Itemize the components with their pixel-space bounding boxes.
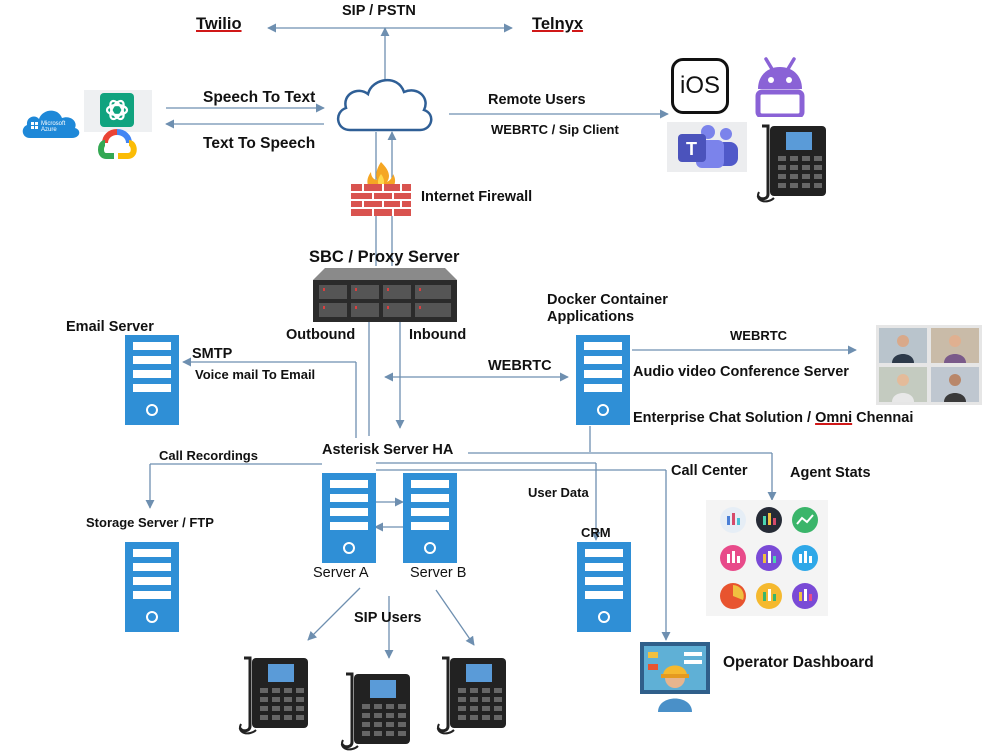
storage-server-label: Storage Server / FTP [86,515,214,530]
agent-stats-label: Agent Stats [790,465,871,481]
telnyx-label: Telnyx [532,15,584,33]
call-center-label: Call Center [671,463,748,479]
docker-label-line-2: Applications [547,309,635,325]
user-data-label: User Data [528,485,589,500]
enterprise-chat-label: Enterprise Chat Solution / Omni Chennai [633,410,914,427]
inbound-label: Inbound [409,327,467,343]
docker-label-line-1: Docker Container [547,292,668,308]
voice-mail-to-email-label: Voice mail To Email [195,367,316,382]
docker-server-icon [576,335,630,425]
webrtc-conference-label: WEBRTC [730,328,788,343]
ios-logo-icon: iOS [671,58,729,114]
sbc-proxy-label: SBC / Proxy Server [309,248,460,266]
ios-logo-text: iOS [679,72,720,99]
smtp-label: SMTP [192,346,233,362]
storage-server-icon [125,542,179,632]
server-b-icon [403,473,457,563]
server-a-label: Server A [313,565,369,581]
enterprise-chat-suffix: Chennai [852,410,914,426]
agent-stats-icon-grid [706,500,828,616]
sip-phone-2-icon [340,672,410,751]
internet-firewall-label: Internet Firewall [421,189,533,205]
chatgpt-logo-icon [100,93,134,127]
outbound-label: Outbound [286,327,356,343]
operator-dashboard-icon [640,642,710,712]
microsoft-teams-logo-icon: T [678,125,738,168]
crm-label: CRM [581,525,611,540]
sip-phone-1-icon [238,656,308,735]
text-to-speech-label: Text To Speech [203,135,316,152]
enterprise-chat-omni: Omni [815,410,853,426]
asterisk-server-ha-label: Asterisk Server HA [322,442,454,458]
sbc-rack-server-icon [313,268,457,322]
remote-ip-phone-icon [756,124,826,203]
remote-users-label: Remote Users [488,92,586,108]
azure-logo-text-2: Azure [41,127,57,133]
operator-dashboard-label: Operator Dashboard [723,654,874,671]
azure-logo-text-1: Microsoft [41,121,66,127]
android-logo-icon [755,57,805,117]
firewall-icon [351,162,411,216]
server-b-label: Server B [410,565,467,581]
sip-users-label: SIP Users [354,610,422,626]
microsoft-azure-logo-icon: Microsoft Azure [22,110,80,138]
crm-server-icon [577,542,631,632]
google-cloud-logo-icon [98,129,137,159]
video-conference-grid-icon [876,325,982,405]
email-server-icon [125,335,179,425]
webrtc-sip-client-label: WEBRTC / Sip Client [491,122,619,137]
speech-to-text-label: Speech To Text [203,89,316,106]
internet-cloud-icon [337,79,433,132]
enterprise-chat-prefix: Enterprise Chat Solution / [633,410,816,426]
teams-logo-letter: T [686,139,697,159]
webrtc-docker-label: WEBRTC [488,358,552,374]
sip-pstn-label: SIP / PSTN [342,3,416,19]
server-a-icon [322,473,376,563]
sip-phone-3-icon [436,656,506,735]
av-conference-server-label: Audio video Conference Server [633,364,849,380]
call-recordings-label: Call Recordings [159,448,258,463]
email-server-label: Email Server [66,319,154,335]
twilio-label: Twilio [196,15,242,33]
